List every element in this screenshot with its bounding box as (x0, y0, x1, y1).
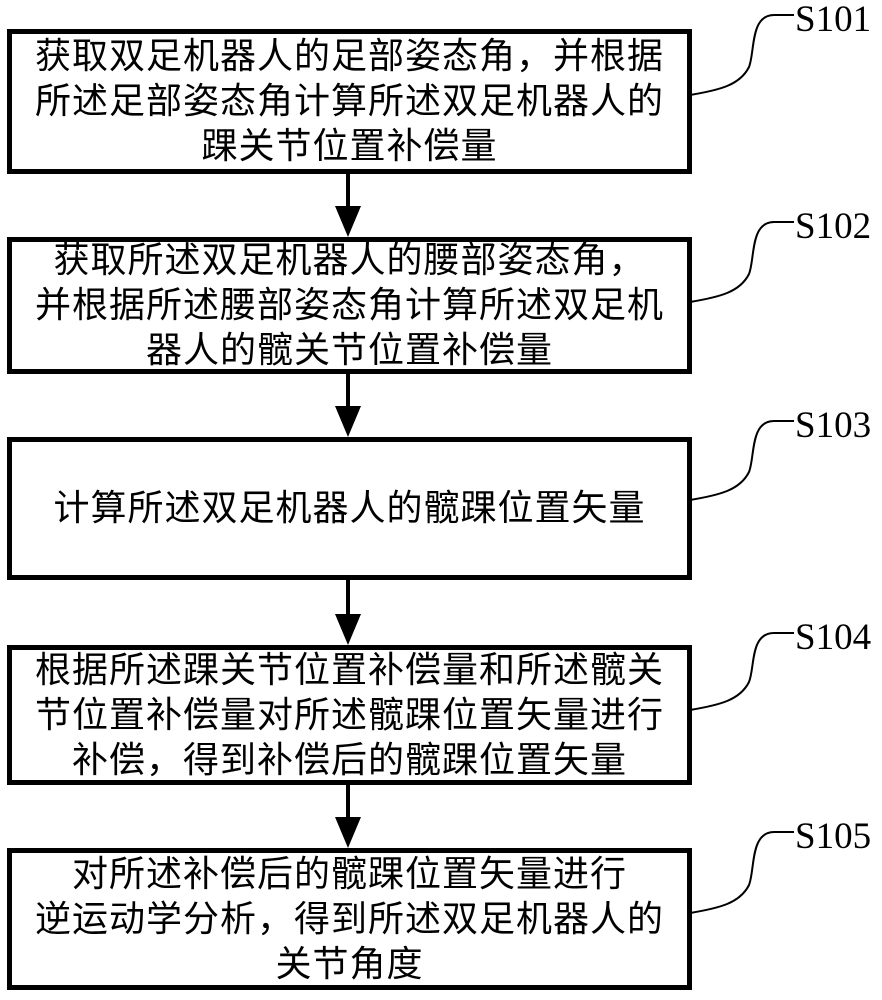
down-arrow-3 (335, 580, 361, 645)
step-label-s101: S101 (795, 0, 872, 40)
step-text-line: 根据所述踝关节位置补偿量和所述髋关 (34, 649, 664, 690)
down-arrow-1 (335, 174, 361, 237)
flow-step-box-s104: 根据所述踝关节位置补偿量和所述髋关 节位置补偿量对所述髋踝位置矢量进行 补偿，得… (7, 645, 692, 785)
arrow-shaft (346, 174, 350, 206)
step-label-s103: S103 (795, 405, 872, 446)
connector-s102 (689, 221, 794, 303)
step-text-line: 并根据所述腰部姿态角计算所述双足机 (34, 285, 664, 325)
connector-s105 (689, 831, 794, 914)
step-label-s104: S104 (795, 617, 872, 658)
step-text-line: 节位置补偿量对所述髋踝位置矢量进行 (34, 694, 664, 735)
step-text-line: 逆运动学分析，得到所述双足机器人的 (34, 898, 664, 939)
connector-s101 (689, 14, 794, 96)
step-text-line: 踝关节位置补偿量 (201, 126, 498, 166)
step-text-line: 器人的髋关节位置补偿量 (145, 330, 553, 370)
step-text-line: 获取双足机器人的足部姿态角，并根据 (34, 36, 664, 76)
step-label-s102: S102 (795, 206, 872, 247)
arrow-shaft (346, 580, 350, 614)
arrow-shaft (346, 374, 350, 406)
step-label-s105: S105 (795, 816, 872, 857)
arrow-shaft (346, 785, 350, 817)
flow-step-box-s101: 获取双足机器人的足部姿态角，并根据 所述足部姿态角计算所述双足机器人的 踝关节位… (7, 29, 692, 174)
arrow-head-icon (335, 206, 361, 237)
down-arrow-2 (335, 374, 361, 437)
step-text-line: 补偿，得到补偿后的髋踝位置矢量 (71, 739, 627, 780)
step-text-line: 计算所述双足机器人的髋踝位置矢量 (53, 488, 646, 528)
arrow-head-icon (335, 817, 361, 848)
connector-s104 (689, 632, 794, 711)
flow-step-box-s105: 对所述补偿后的髋踝位置矢量进行 逆运动学分析，得到所述双足机器人的 关节角度 (7, 848, 692, 990)
connector-s103 (689, 420, 794, 501)
step-text-line: 关节角度 (275, 943, 424, 984)
down-arrow-4 (335, 785, 361, 848)
step-text-line: 获取所述双足机器人的腰部姿态角， (53, 240, 646, 280)
step-text-line: 所述足部姿态角计算所述双足机器人的 (34, 81, 664, 121)
step-text-line: 对所述补偿后的髋踝位置矢量进行 (71, 853, 627, 894)
arrow-head-icon (335, 614, 361, 645)
arrow-head-icon (335, 406, 361, 437)
flow-step-box-s103: 计算所述双足机器人的髋踝位置矢量 (7, 437, 692, 580)
flow-step-box-s102: 获取所述双足机器人的腰部姿态角， 并根据所述腰部姿态角计算所述双足机 器人的髋关… (7, 237, 692, 374)
